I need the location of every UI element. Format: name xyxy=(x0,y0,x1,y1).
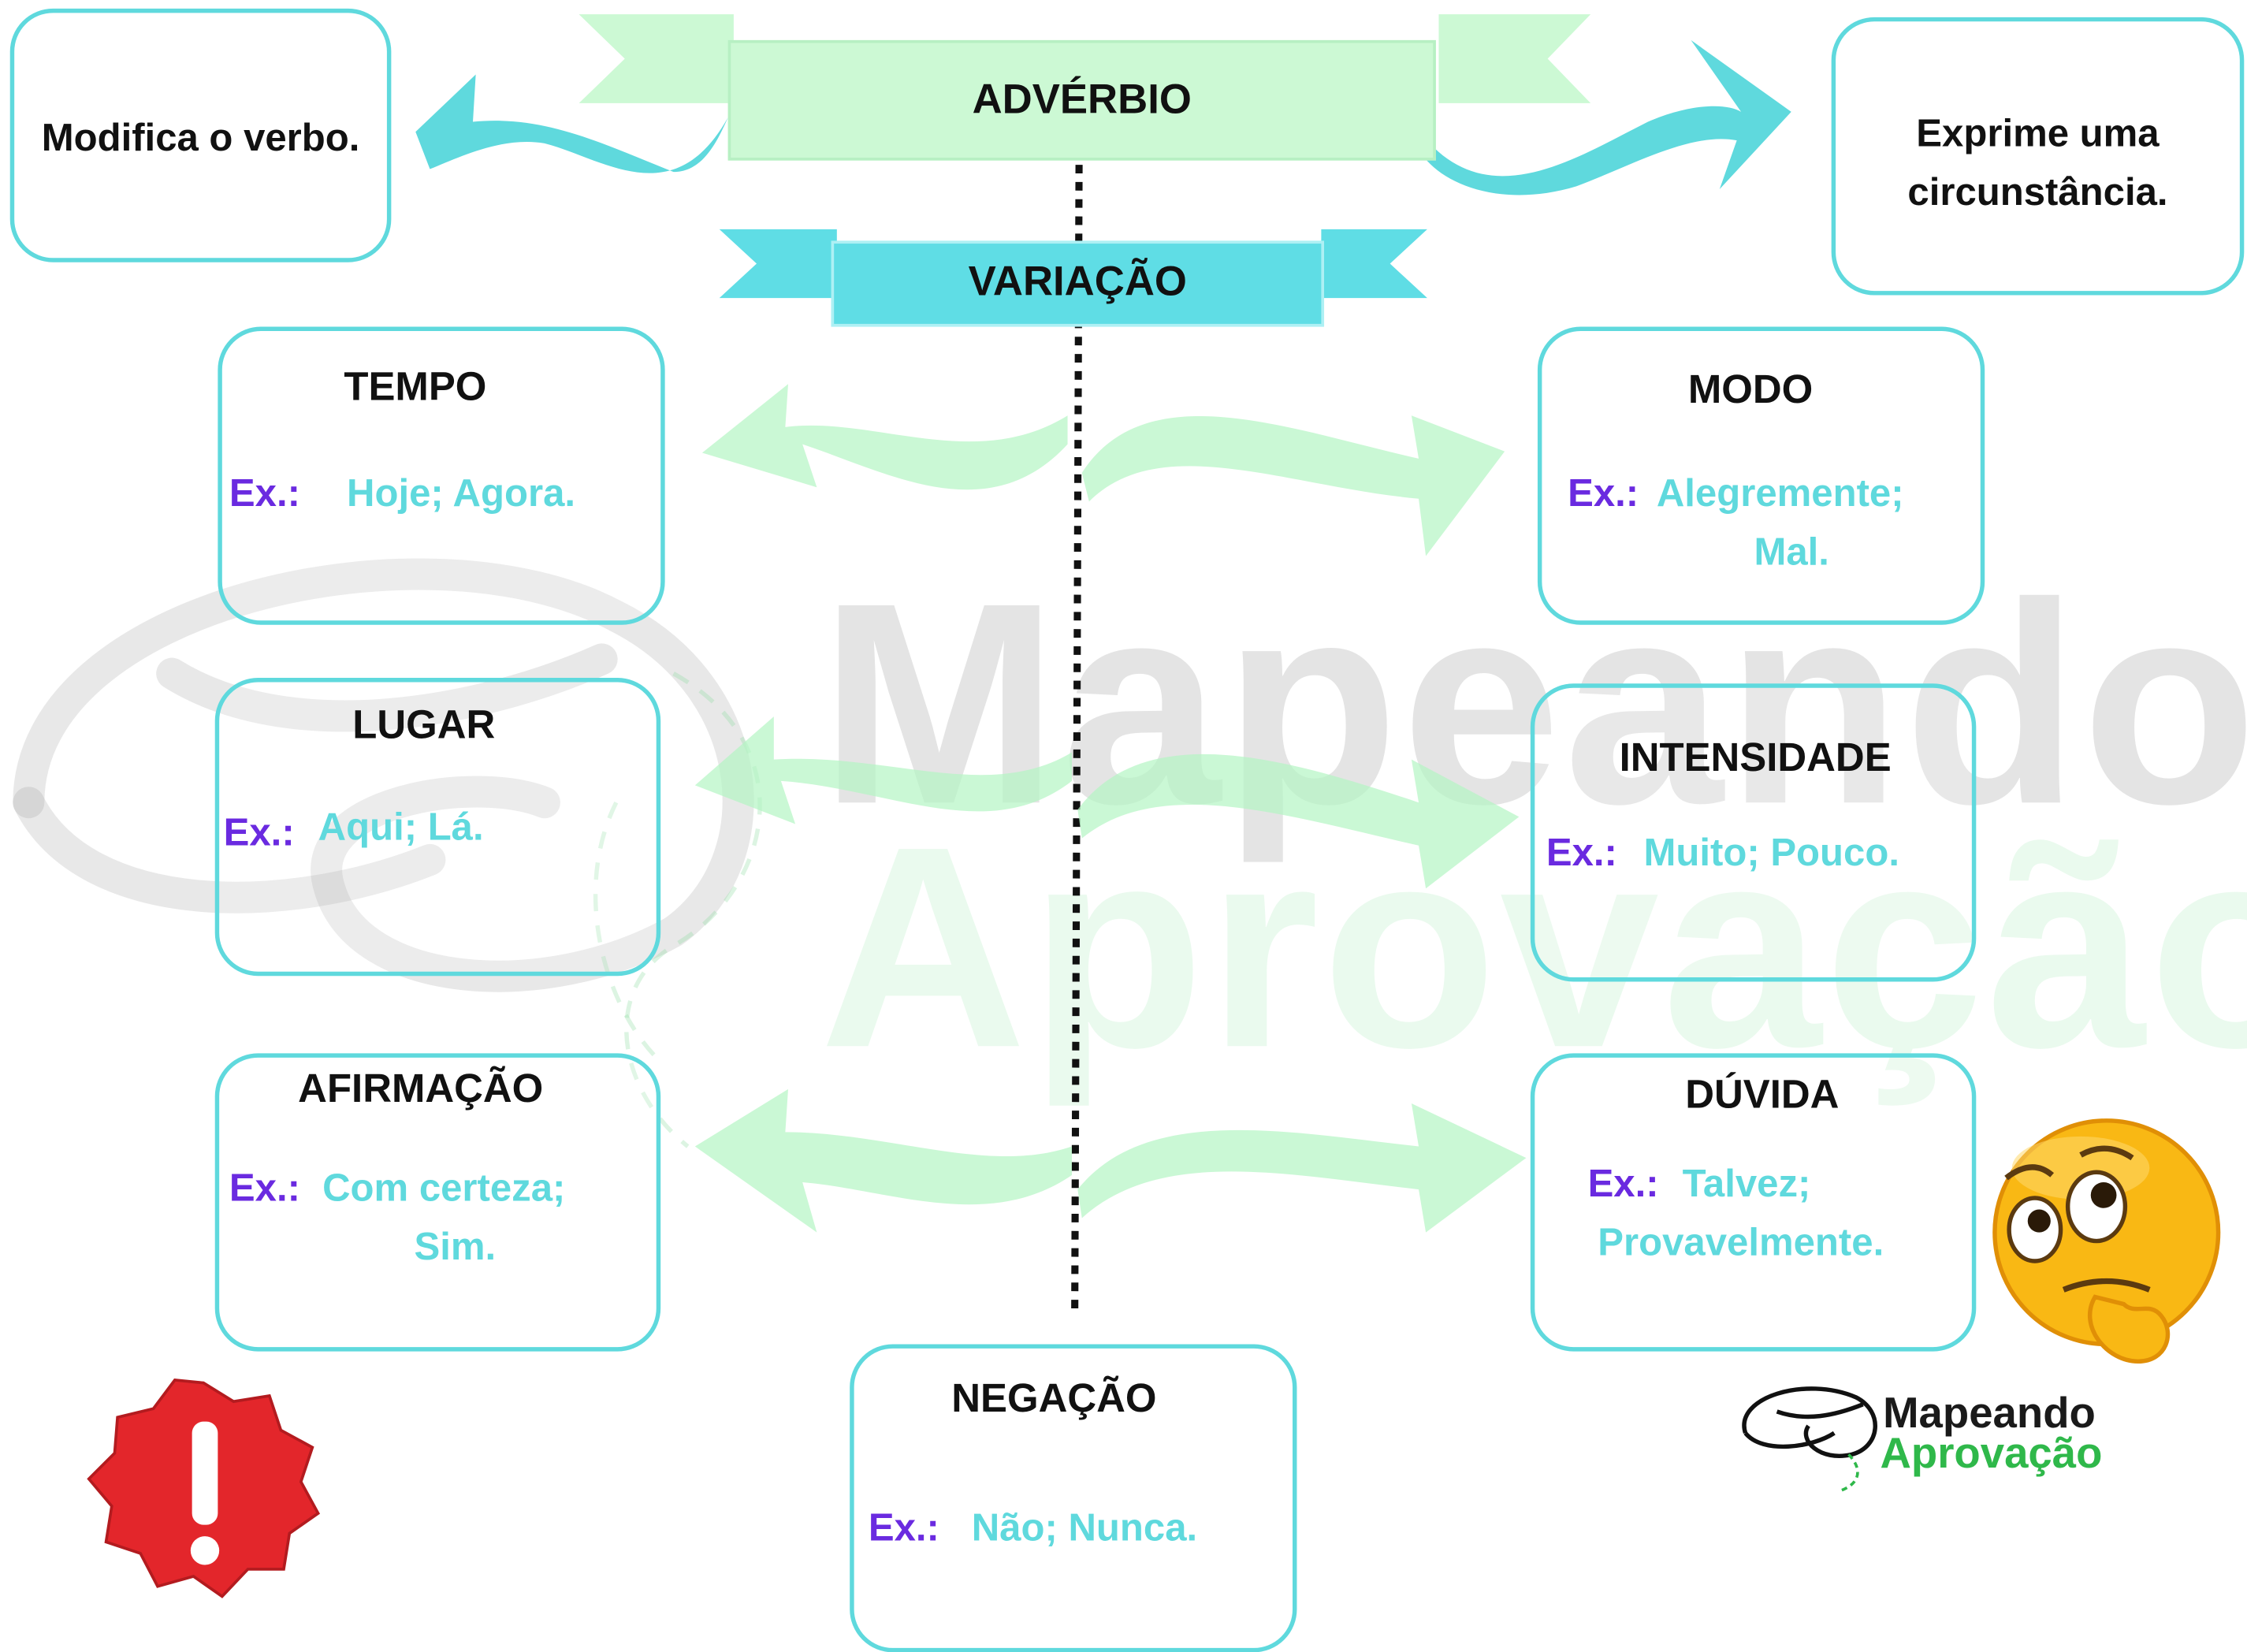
arrow-to-intensidade xyxy=(1077,753,1520,889)
title-ribbon-left-tail xyxy=(578,14,734,103)
afirmacao-title: AFIRMAÇÃO xyxy=(298,1066,544,1111)
lugar-box xyxy=(214,678,661,977)
side-right-line2: circunstância. xyxy=(1907,170,2168,214)
brain-logo-icon xyxy=(1742,1386,1877,1492)
warning-badge-icon xyxy=(87,1379,321,1598)
arrow-to-modo xyxy=(1081,415,1505,556)
duvida-example-line2: Provavelmente. xyxy=(1598,1221,1884,1264)
afirmacao-example-line2: Sim. xyxy=(414,1225,497,1269)
afirmacao-example-prefix: Ex.: xyxy=(229,1166,300,1210)
title-ribbon xyxy=(727,39,1436,161)
intensidade-example-prefix: Ex.: xyxy=(1546,831,1617,875)
duvida-example-line1: Talvez; xyxy=(1682,1162,1811,1206)
tempo-box xyxy=(218,326,665,625)
lugar-title: LUGAR xyxy=(352,701,496,747)
tempo-example: Hoje; Agora. xyxy=(347,471,576,515)
top-right-arrow xyxy=(1424,39,1791,195)
duvida-title: DÚVIDA xyxy=(1685,1072,1840,1117)
negacao-example-prefix: Ex.: xyxy=(868,1505,939,1550)
dotted-connector xyxy=(1071,165,1083,1312)
modo-title: MODO xyxy=(1687,366,1814,411)
logo-text-line2: Aprovação xyxy=(1880,1430,2103,1478)
duvida-box xyxy=(1530,1053,1977,1352)
title-ribbon-right-tail xyxy=(1438,14,1591,103)
lugar-example: Aqui; Lá. xyxy=(318,805,484,849)
page-title: ADVÉRBIO xyxy=(972,77,1192,124)
modo-box xyxy=(1537,326,1985,625)
intensidade-box xyxy=(1530,683,1977,982)
negacao-title: NEGAÇÃO xyxy=(951,1375,1157,1420)
side-left-text: Modifica o verbo. xyxy=(41,116,360,159)
side-right-line1: Exprime uma xyxy=(1916,111,2160,155)
negacao-example: Não; Nunca. xyxy=(971,1505,1198,1550)
side-box-left xyxy=(9,8,392,262)
side-box-right xyxy=(1831,17,2245,296)
variacao-ribbon-right-tail xyxy=(1321,229,1427,299)
top-left-arrow xyxy=(415,74,728,173)
arrow-to-tempo xyxy=(701,384,1068,490)
intensidade-title: INTENSIDADE xyxy=(1619,735,1892,780)
afirmacao-box xyxy=(214,1053,661,1352)
modo-example-line2: Mal. xyxy=(1754,530,1829,574)
tempo-example-prefix: Ex.: xyxy=(229,471,300,515)
variacao-heading: VARIAÇÃO xyxy=(968,259,1187,306)
lugar-example-prefix: Ex.: xyxy=(223,811,295,854)
intensidade-example: Muito; Pouco. xyxy=(1643,831,1899,875)
tempo-title: TEMPO xyxy=(344,363,487,409)
arrow-to-afirmacao xyxy=(694,1088,1073,1233)
variacao-ribbon-left-tail xyxy=(719,229,837,299)
afirmacao-example-line1: Com certeza; xyxy=(322,1166,566,1210)
modo-example-prefix: Ex.: xyxy=(1568,471,1639,515)
logo-text-line1: Mapeando xyxy=(1883,1390,2096,1438)
arrow-to-lugar xyxy=(694,716,1073,824)
duvida-example-prefix: Ex.: xyxy=(1587,1162,1659,1206)
modo-example-line1: Alegremente; xyxy=(1656,471,1904,515)
thinking-emoji-icon xyxy=(1992,1118,2221,1364)
arrow-to-duvida xyxy=(1077,1103,1527,1233)
variacao-ribbon xyxy=(831,240,1325,327)
